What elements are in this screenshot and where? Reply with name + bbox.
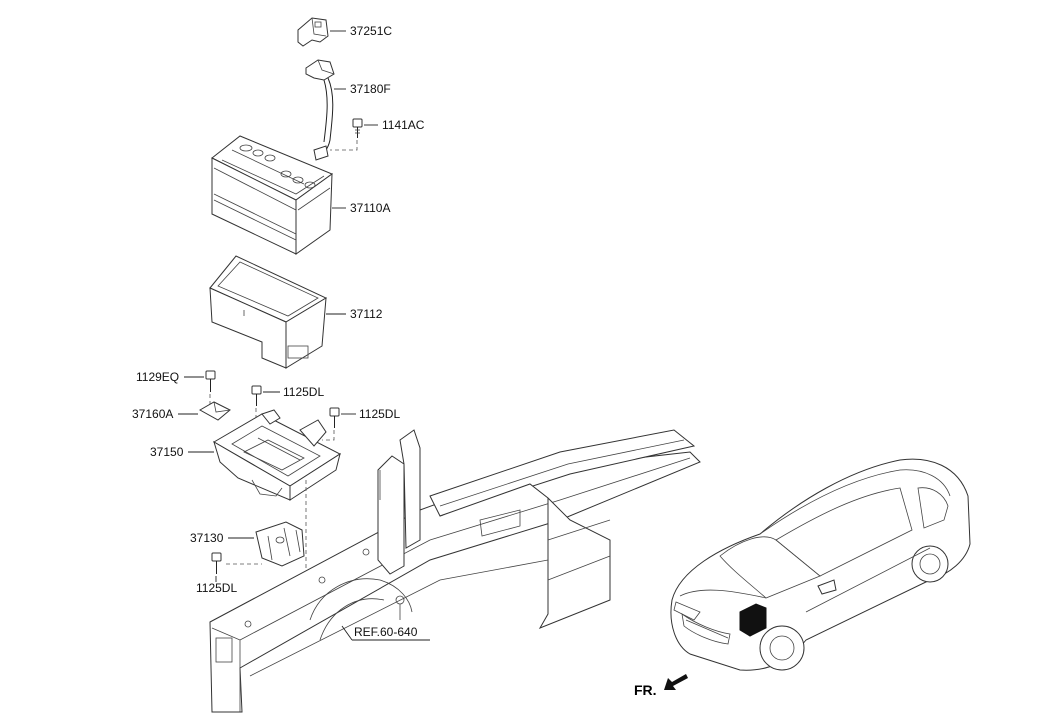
label-37110A: 37110A [350, 201, 390, 215]
battery-part [211, 135, 334, 255]
bolt-1129EQ-part [205, 370, 216, 392]
bolt-1125DL-a-part [251, 385, 262, 406]
battery-cable-part [305, 59, 335, 161]
terminal-cover-part [297, 17, 329, 47]
bracket-37130-part [255, 521, 305, 567]
label-1125DL-c: 1125DL [196, 581, 237, 595]
bracket-37160A-part [198, 401, 231, 421]
label-37150: 37150 [150, 445, 184, 459]
label-1125DL-a: 1125DL [283, 385, 324, 399]
front-direction-label: FR. [634, 682, 657, 698]
vehicle-locator-car [670, 458, 971, 671]
body-frame-structure [209, 429, 701, 713]
label-37251C: 37251C [350, 24, 392, 38]
battery-jacket-part [209, 255, 328, 369]
label-1129EQ: 1129EQ [136, 370, 179, 384]
label-37112: 37112 [350, 307, 383, 321]
bolt-1141AC-part [352, 118, 363, 138]
label-37160A: 37160A [132, 407, 173, 421]
label-37130: 37130 [190, 531, 224, 545]
label-1141AC: 1141AC [382, 118, 425, 132]
label-1125DL-b: 1125DL [359, 407, 400, 421]
label-37180F: 37180F [350, 82, 391, 96]
bolt-1125DL-c-part [211, 552, 222, 574]
ref-label: REF.60-640 [354, 625, 418, 639]
battery-tray-part [213, 409, 342, 501]
front-arrow-icon [664, 674, 688, 690]
bolt-1125DL-b-part [329, 407, 340, 428]
